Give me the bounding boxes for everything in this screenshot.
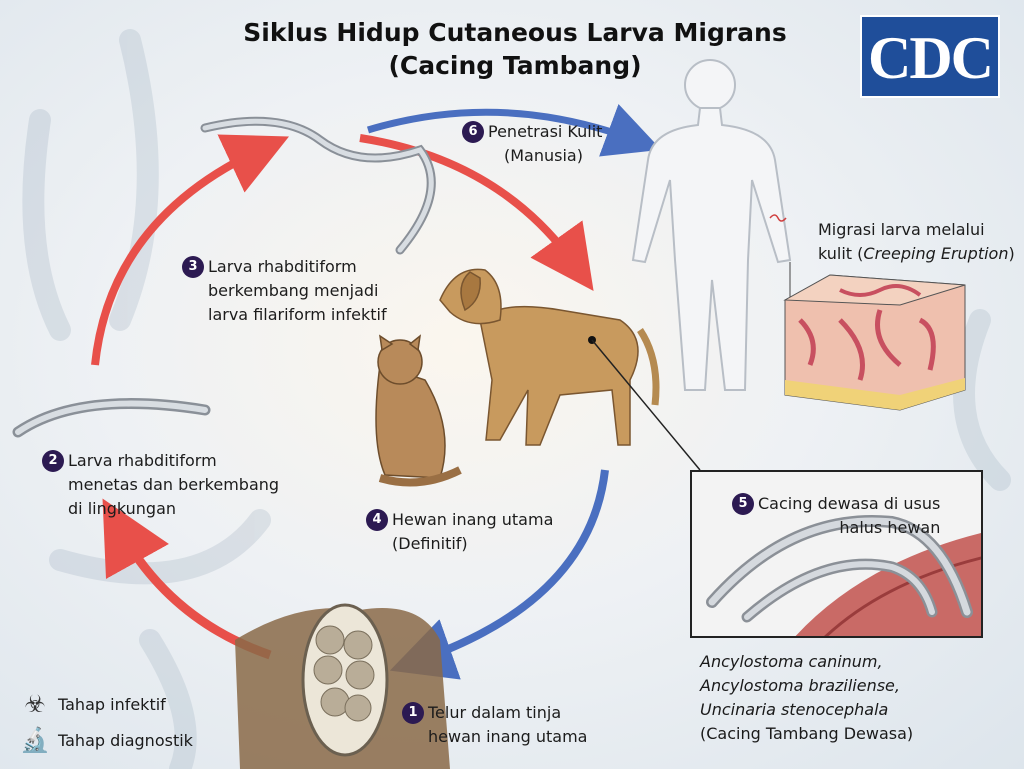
stage-6-badge: 6 bbox=[462, 121, 484, 143]
migration-line-2: kulit (Creeping Eruption) bbox=[818, 242, 1015, 266]
arrow-to-human bbox=[366, 104, 662, 157]
stage-1-line-1: Telur dalam tinja bbox=[428, 703, 562, 722]
stage-4-line-1: Hewan inang utama bbox=[392, 510, 554, 529]
species-3: Uncinaria stenocephala bbox=[700, 700, 889, 719]
stage-3-line-2: berkembang menjadi bbox=[208, 281, 379, 300]
species-2: Ancylostoma braziliense, bbox=[700, 676, 900, 695]
legend-infective: ☣ Tahap infektif bbox=[18, 690, 166, 718]
legend-diagnostic: 🔬 Tahap diagnostik bbox=[18, 726, 193, 754]
cdc-logo: CDC bbox=[860, 15, 1000, 98]
microscope-icon: 🔬 bbox=[20, 726, 50, 754]
stage-3-line-1: Larva rhabditiform bbox=[208, 257, 357, 276]
stage-2-badge: 2 bbox=[42, 450, 64, 472]
stage-2-line-1: Larva rhabditiform bbox=[68, 451, 217, 470]
stage-2-label: 2 Larva rhabditiform menetas dan berkemb… bbox=[42, 449, 280, 521]
migration-line-1: Migrasi larva melalui bbox=[818, 220, 985, 239]
adult-worm-inset: 5 Cacing dewasa di usus halus hewan bbox=[690, 470, 983, 638]
legend-infective-label: Tahap infektif bbox=[58, 694, 166, 714]
dog-illustration bbox=[439, 268, 660, 446]
skin-cross-section bbox=[783, 274, 966, 411]
diagram-title: Siklus Hidup Cutaneous Larva Migrans (Ca… bbox=[200, 16, 830, 82]
stage-3-label: 3 Larva rhabditiform berkembang menjadi … bbox=[182, 255, 387, 327]
bg-worm bbox=[22, 109, 71, 341]
arrow-host-to-egg bbox=[389, 469, 609, 680]
stage-2-line-3: di lingkungan bbox=[68, 499, 177, 518]
migration-italic: Creeping Eruption bbox=[863, 244, 1009, 263]
migration-suffix: ) bbox=[1008, 244, 1015, 263]
egg bbox=[301, 603, 389, 757]
adult-worm-illustration bbox=[706, 515, 981, 636]
stage-1-line-2: hewan inang utama bbox=[428, 727, 588, 746]
stage-3-badge: 3 bbox=[182, 256, 204, 278]
arrow-larva3-to-host bbox=[359, 134, 594, 292]
species-common-name: (Cacing Tambang Dewasa) bbox=[700, 724, 914, 743]
stage-6-label: 6 Penetrasi Kulit (Manusia) bbox=[462, 120, 603, 168]
stage-6-line-1: Penetrasi Kulit bbox=[488, 122, 603, 141]
title-line-2: (Cacing Tambang) bbox=[388, 51, 642, 80]
stage-1-label: 1 Telur dalam tinja hewan inang utama bbox=[402, 701, 588, 749]
stage-4-label: 4 Hewan inang utama (Definitif) bbox=[366, 508, 554, 556]
legend-diagnostic-label: Tahap diagnostik bbox=[58, 730, 193, 750]
stage-2-line-2: menetas dan berkembang bbox=[68, 475, 280, 494]
human-illustration bbox=[631, 59, 792, 391]
species-1: Ancylostoma caninum, bbox=[700, 652, 883, 671]
migration-prefix: kulit ( bbox=[818, 244, 864, 263]
stage-5-badge: 5 bbox=[732, 493, 754, 515]
callout-line-dog bbox=[591, 339, 701, 471]
species-list: Ancylostoma caninum, Ancylostoma brazili… bbox=[700, 650, 913, 746]
stage-5-line-1: Cacing dewasa di usus bbox=[758, 494, 941, 513]
stage-3-line-3: larva filariform infektif bbox=[208, 305, 387, 324]
migration-label: Migrasi larva melalui kulit (Creeping Er… bbox=[818, 218, 1015, 266]
stage-4-badge: 4 bbox=[366, 509, 388, 531]
stage-6-line-2: (Manusia) bbox=[504, 146, 583, 165]
stage-4-line-2: (Definitif) bbox=[392, 534, 468, 553]
biohazard-icon: ☣ bbox=[24, 690, 46, 718]
stage-5-label: 5 Cacing dewasa di usus halus hewan bbox=[732, 492, 941, 540]
arrow-larva2-to-larva3 bbox=[91, 134, 289, 366]
title-line-1: Siklus Hidup Cutaneous Larva Migrans bbox=[243, 18, 787, 47]
stage-5-line-2: halus hewan bbox=[839, 518, 941, 537]
stage-1-badge: 1 bbox=[402, 702, 424, 724]
cat-illustration bbox=[375, 334, 462, 487]
